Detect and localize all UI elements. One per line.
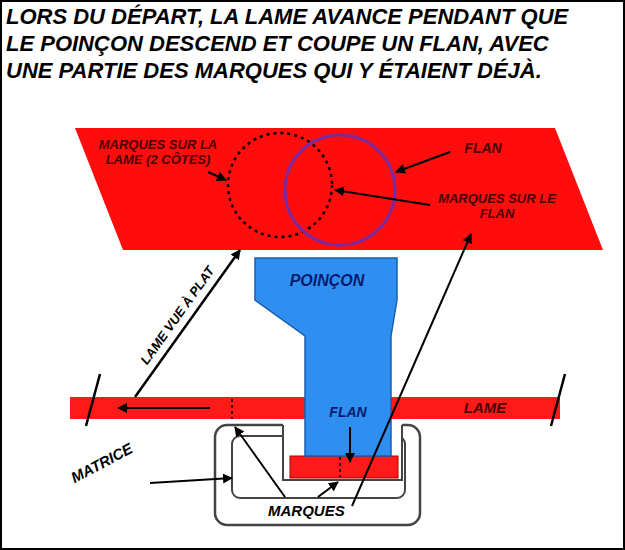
callout-label: MARQUES (268, 502, 345, 519)
punch-outline (255, 258, 397, 456)
title: LORS DU DÉPART, LA LAME AVANCE PENDANT Q… (6, 3, 596, 84)
connector-label: LAME VUE À PLAT (136, 262, 218, 369)
leader-arrow (318, 482, 338, 497)
punch: POINÇON FLAN (255, 258, 398, 456)
part-label: FLAN (453, 140, 513, 156)
part-label: POINÇON (271, 272, 383, 290)
part-label: MARQUES SUR LE FLAN (431, 192, 563, 222)
leader-arrow (150, 478, 232, 483)
leader-arrow (349, 427, 351, 462)
cut-blank (290, 456, 398, 478)
part-label: LAME (440, 399, 530, 416)
para-outline (75, 128, 603, 250)
part-label: MARQUES SUR LA LAME (2 CÔTES) (95, 138, 221, 168)
motion-arrow (118, 407, 210, 409)
part-label: FLAN (305, 404, 391, 420)
part-name: MATRICE (68, 439, 135, 486)
mark-line (339, 457, 341, 477)
leader-arrow (235, 427, 285, 497)
blade-flat-view: MARQUES SUR LA LAME (2 CÔTES) FLAN MARQUES… (75, 128, 603, 250)
connector-arrow (135, 250, 240, 397)
